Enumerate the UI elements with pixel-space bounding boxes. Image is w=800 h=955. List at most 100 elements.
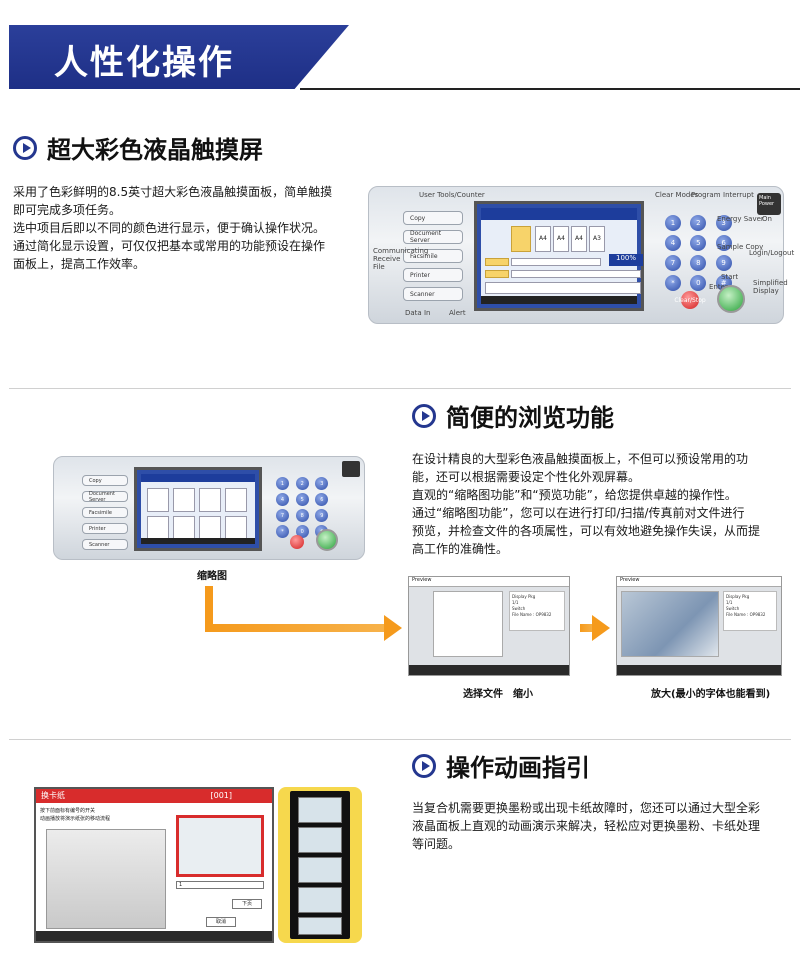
animation-header-title: 换卡纸 — [41, 791, 65, 800]
key-9: 9 — [315, 509, 329, 522]
key-2: 2 — [690, 215, 707, 231]
text-line: 选中项目后即以不同的颜色进行显示，便于确认操作状况。 — [13, 221, 326, 235]
preview-title: Preview — [409, 577, 569, 587]
simplified-display-label: Simplified Display — [753, 279, 788, 295]
alert-label: Alert — [449, 309, 466, 317]
function-buttons: Copy Document Server Facsimile Printer S… — [403, 211, 463, 306]
flow-arrow-vertical — [205, 586, 213, 630]
option-row — [511, 270, 641, 278]
info-line: 1/1 — [726, 600, 733, 605]
key-0: 0 — [690, 275, 707, 291]
lcd-screen-content: A4 A4 A4 A3 100% — [481, 208, 643, 304]
info-line: Switch — [512, 606, 526, 611]
animation-header: 换卡纸 — [36, 789, 272, 803]
key-star: * — [665, 275, 681, 291]
thumbnail — [147, 516, 169, 540]
preview-info-panel: Display Pkg 1/1 Switch File Name : OP983… — [723, 591, 777, 631]
preview-info-panel: Display Pkg 1/1 Switch File Name : OP983… — [509, 591, 565, 631]
main-power-panel: Main Power — [757, 193, 781, 215]
banner-rule — [300, 88, 800, 90]
function-buttons: Copy Document Server Facsimile Printer S… — [82, 475, 128, 555]
document-server-button: Document Server — [403, 230, 463, 244]
key-6: 6 — [315, 493, 329, 506]
text-line: 直观的“缩略图功能”和“预览功能”，给您提供卓越的操作性。 — [412, 488, 737, 502]
paper-size-a4: A4 — [535, 226, 551, 252]
start-button — [717, 285, 745, 313]
section-animation-heading: 操作动画指引 — [412, 748, 590, 783]
data-in-label: Data In — [405, 309, 431, 317]
preview-footer — [409, 665, 569, 675]
main-power-panel — [342, 461, 360, 477]
film-strip — [290, 791, 350, 939]
animation-guide-screen: 换卡纸 [001] 按下前面标有编号的开关 动画播放将演示纸张的移动流程 1 下… — [34, 787, 274, 943]
key-5: 5 — [690, 235, 707, 251]
document-server-button: Document Server — [82, 491, 128, 503]
instruction-line: 按下前面标有编号的开关 — [40, 808, 96, 814]
film-frame-image — [298, 887, 342, 913]
screen-footer-bar — [141, 538, 255, 544]
zoomed-photo — [621, 591, 719, 657]
page-title: 人性化操作 — [54, 43, 234, 83]
key-6: 6 — [715, 235, 732, 251]
enter-label: Enter — [709, 283, 728, 291]
shrink-caption: 选择文件 缩小 — [463, 689, 533, 700]
section-browse-text: 在设计精良的大型彩色液晶触摸面板上，不但可以预设常用的功 能，还可以根据需要设定… — [412, 450, 792, 558]
option-button — [485, 270, 509, 278]
key-3: 3 — [315, 477, 329, 490]
text-line: 预览，并检查文件的各项属性，可以有效地避免操作失误，从而提 — [412, 524, 761, 538]
paper-size-a4: A4 — [571, 226, 587, 252]
key-2: 2 — [295, 477, 309, 490]
play-circle-icon — [412, 403, 436, 428]
section-title: 操作动画指引 — [446, 754, 590, 782]
banner-background — [9, 25, 349, 89]
section-divider — [9, 388, 791, 389]
selected-tray — [511, 226, 531, 252]
energy-saver-label: Energy Saver — [717, 215, 764, 223]
screen-footer-bar — [481, 296, 637, 304]
key-9: 9 — [715, 255, 732, 271]
facsimile-button: Facsimile — [82, 507, 128, 518]
info-line: File Name : OP9832 — [726, 612, 766, 617]
start-button — [316, 529, 338, 551]
text-line: 当复合机需要更换墨粉或出现卡纸故障时，您还可以通过大型全彩 — [412, 801, 761, 815]
preview-footer — [617, 665, 781, 675]
numeric-keypad: 1 2 3 4 5 6 7 8 9 * 0 # — [276, 477, 332, 538]
text-line: 采用了色彩鲜明的8.5英寸超大彩色液晶触摸面板，简单触摸 — [13, 185, 333, 199]
flow-arrow-horizontal — [205, 624, 385, 632]
thumbnail — [147, 488, 169, 512]
cancel-button: 取消 — [206, 917, 236, 927]
key-4: 4 — [276, 493, 289, 506]
clear-modes-label: Clear Modes — [655, 191, 699, 199]
sample-copy-label: Sample Copy — [717, 243, 764, 251]
user-tools-label: User Tools/Counter — [419, 191, 485, 199]
control-panel-thumbnail-image: Copy Document Server Facsimile Printer S… — [53, 456, 365, 560]
section-touchscreen-text: 采用了色彩鲜明的8.5英寸超大彩色液晶触摸面板，简单触摸 即可完成多项任务。 选… — [13, 183, 358, 273]
section-title: 简便的浏览功能 — [446, 404, 614, 432]
thumbnail — [173, 516, 195, 540]
animation-frame — [176, 815, 264, 877]
clear-stop-button — [290, 535, 304, 549]
section-divider — [9, 739, 791, 740]
arrow-head-icon — [592, 615, 610, 641]
film-frame-image — [298, 827, 342, 853]
text-line: 高工作的准确性。 — [412, 542, 509, 556]
interrupt-label: Interrupt — [723, 191, 754, 199]
section-animation-text: 当复合机需要更换墨粉或出现卡纸故障时，您还可以通过大型全彩 液晶面板上直观的动画… — [412, 799, 792, 853]
printer-button: Printer — [403, 268, 463, 282]
text-line: 等问题。 — [412, 837, 461, 851]
thumbnail — [199, 516, 221, 540]
animation-number: [001] — [210, 791, 232, 800]
info-line: Display Pkg — [512, 594, 536, 599]
film-frame-image — [298, 797, 342, 823]
scanner-button: Scanner — [403, 287, 463, 301]
text-line: 通过“缩略图功能”，您可以在进行打印/扫描/传真前对文件进行 — [412, 506, 745, 520]
text-line: 能，还可以根据需要设定个性化外观屏幕。 — [412, 470, 641, 484]
next-button: 下页 — [232, 899, 262, 909]
start-label: Start — [721, 273, 739, 281]
animation-footer — [36, 931, 272, 941]
preview-title: Preview — [617, 577, 781, 587]
key-1: 1 — [276, 477, 289, 490]
option-row — [511, 258, 601, 266]
key-3: 3 — [715, 215, 732, 231]
on-label: On — [762, 215, 772, 223]
